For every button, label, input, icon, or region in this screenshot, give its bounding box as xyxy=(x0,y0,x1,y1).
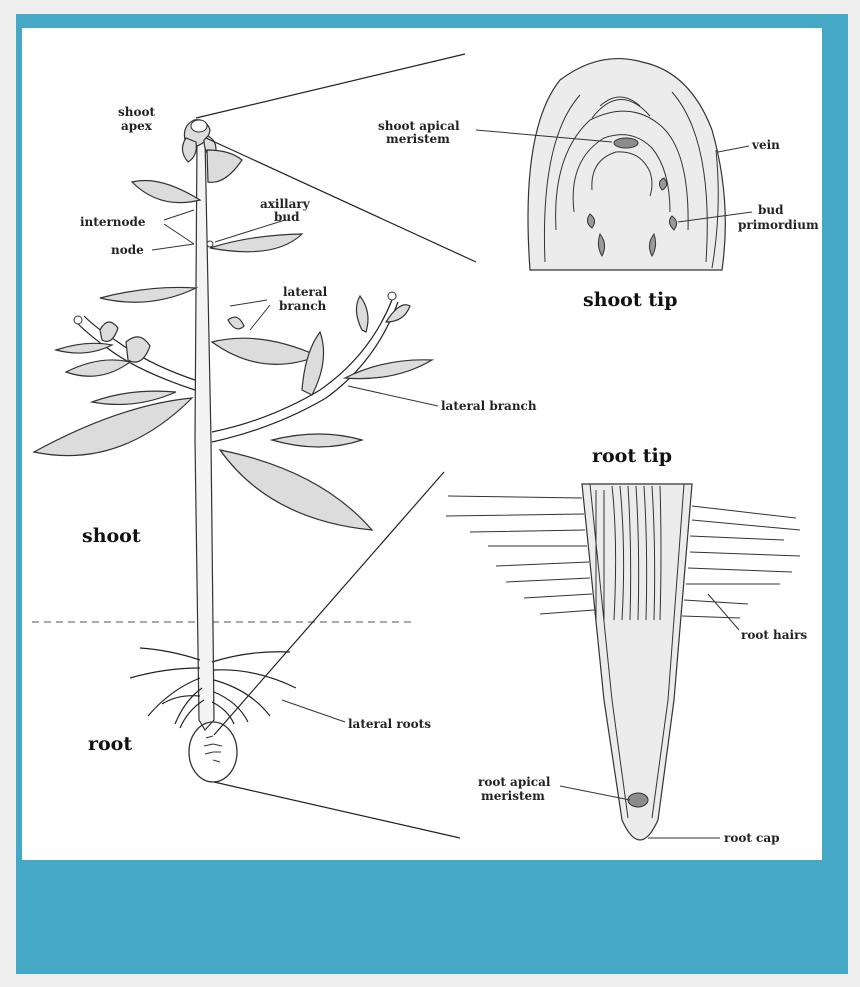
leaf xyxy=(212,338,318,364)
label-vein: vein xyxy=(751,138,780,152)
label-lateral-roots: lateral roots xyxy=(348,717,431,731)
leaf xyxy=(34,398,192,456)
leaf xyxy=(210,234,302,252)
zoom-line xyxy=(214,782,460,838)
label-shoot-tip: shoot tip xyxy=(583,289,678,311)
label-internode: internode xyxy=(80,215,146,229)
leaf xyxy=(272,434,362,447)
label-node: node xyxy=(111,243,144,257)
leaf xyxy=(126,337,150,362)
label-root-apical-meristem-1: root apical xyxy=(478,775,551,789)
leaf xyxy=(302,332,324,395)
leaf xyxy=(66,360,130,376)
label-shoot-apical-meristem-1: shoot apical xyxy=(378,119,460,133)
leaf xyxy=(100,287,196,302)
label-lateral-branch-1: lateral xyxy=(283,285,328,299)
label-lateral-branch-2: branch xyxy=(279,299,327,313)
label-root-apical-meristem-2: meristem xyxy=(481,789,545,803)
label-root-cap: root cap xyxy=(724,831,780,845)
label-lateral-branch-b: lateral branch xyxy=(441,399,537,413)
zoom-line xyxy=(196,54,465,118)
leaf xyxy=(56,343,112,353)
leaf xyxy=(220,450,372,530)
label-axillary-bud-1: axillary xyxy=(260,197,311,211)
leaf xyxy=(356,296,368,332)
label-axillary-bud-2: bud xyxy=(274,210,300,224)
label-root-tip: root tip xyxy=(592,445,672,467)
leaf xyxy=(207,150,242,182)
leaf xyxy=(386,305,410,322)
label-root: root xyxy=(88,733,132,755)
leaf xyxy=(132,180,200,202)
label-shoot-apex-1: shoot xyxy=(118,105,155,119)
shoot-tip-detail xyxy=(528,59,725,270)
shoot-apical-meristem xyxy=(614,138,638,148)
label-bud-primordium-2: primordium xyxy=(738,218,819,232)
label-shoot-apical-meristem-2: meristem xyxy=(386,132,450,146)
label-bud-primordium-1: bud xyxy=(758,203,784,217)
root-apical-meristem xyxy=(628,793,648,807)
label-shoot-apex-2: apex xyxy=(121,119,153,133)
main-stem xyxy=(195,138,214,730)
axillary-bud xyxy=(207,241,213,247)
label-shoot: shoot xyxy=(82,525,141,547)
leaf xyxy=(100,322,118,342)
label-root-hairs: root hairs xyxy=(741,628,807,642)
